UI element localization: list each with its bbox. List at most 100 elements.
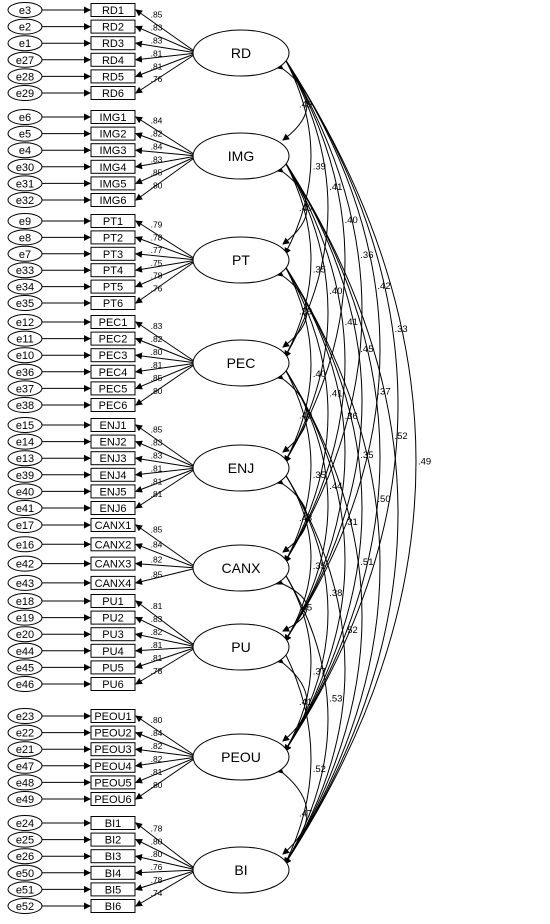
loading-path <box>135 52 198 78</box>
error-term-label: e42 <box>16 559 34 571</box>
loading-value: .82 <box>151 627 163 637</box>
indicator-box <box>90 86 136 100</box>
covariance-arc <box>278 362 363 865</box>
loading-path <box>135 440 198 469</box>
error-term <box>7 500 43 516</box>
error-term-label: e9 <box>19 216 31 228</box>
indicator-box <box>90 816 136 830</box>
loading-value: .85 <box>151 373 163 383</box>
error-term-label: e51 <box>16 884 34 896</box>
loading-value: .80 <box>151 347 163 357</box>
indicator-box <box>90 501 136 515</box>
error-term-label: e38 <box>16 400 34 412</box>
error-term-label: e3 <box>19 5 31 17</box>
error-term <box>7 741 43 758</box>
error-term <box>7 2 43 18</box>
error-term-label: e52 <box>16 901 34 913</box>
covariance-arc <box>278 52 381 642</box>
loading-value: .82 <box>151 129 163 139</box>
error-term-label: e30 <box>16 162 34 174</box>
covariance-arc <box>278 567 329 865</box>
loading-path <box>135 600 198 648</box>
error-term-label: e14 <box>16 437 34 449</box>
error-term-label: e1 <box>19 38 31 50</box>
loading-value: .77 <box>151 245 163 255</box>
indicator-label: PEOU3 <box>94 744 131 756</box>
loading-path <box>135 756 198 784</box>
error-term-label: e7 <box>19 249 31 261</box>
indicator-box <box>90 398 136 412</box>
error-term-label: e43 <box>16 578 34 590</box>
indicator-box <box>90 69 136 84</box>
loading-value: .76 <box>151 74 163 84</box>
covariance-arc <box>279 52 312 255</box>
indicator-box <box>90 214 136 228</box>
indicator-label: PU5 <box>102 662 123 674</box>
indicator-label: ENJ3 <box>100 453 127 465</box>
indicator-box <box>90 627 136 642</box>
loading-value: .76 <box>151 862 163 872</box>
latent-factor <box>192 733 290 781</box>
loading-path <box>135 822 198 871</box>
indicator-label: ENJ5 <box>100 486 127 498</box>
indicator-box <box>90 176 136 191</box>
loading-value: .84 <box>151 116 163 126</box>
error-term-label: e13 <box>16 453 34 465</box>
error-term <box>7 125 43 142</box>
indicator-label: BI6 <box>105 901 122 913</box>
covariance-value: .37 <box>313 666 326 677</box>
covariance-arc <box>278 362 329 642</box>
indicator-box <box>90 364 136 379</box>
error-term-label: e33 <box>16 265 34 277</box>
error-term <box>7 466 43 483</box>
indicator-label: PT3 <box>103 249 123 261</box>
latent-factor <box>192 339 290 387</box>
covariance-arc <box>278 155 329 463</box>
indicator-label: BI1 <box>105 818 122 830</box>
indicator-box <box>90 792 136 806</box>
covariance-arc <box>276 766 308 855</box>
loading-value: .81 <box>151 767 163 777</box>
loading-value: .80 <box>151 849 163 859</box>
indicator-box <box>90 126 136 141</box>
error-term <box>7 314 43 330</box>
error-term-label: e34 <box>16 282 34 294</box>
covariance-value: .39 <box>299 307 312 318</box>
loading-value: .81 <box>151 61 163 71</box>
loading-value: .81 <box>151 489 163 499</box>
latent-factor-label: CANX <box>222 560 262 576</box>
covariance-value: .40 <box>299 411 312 422</box>
indicator-label: PEC4 <box>99 367 128 379</box>
loading-value: .81 <box>151 601 163 611</box>
latent-factor-label: BI <box>234 862 247 878</box>
indicator-label: CANX4 <box>95 578 132 590</box>
loading-value: .83 <box>151 437 163 447</box>
indicator-label: IMG3 <box>100 145 127 157</box>
indicator-box <box>90 143 136 158</box>
error-term <box>7 757 43 774</box>
loading-value: .82 <box>151 555 163 565</box>
error-term-label: e49 <box>16 794 34 806</box>
loading-path <box>135 362 198 406</box>
error-term-label: e12 <box>16 317 34 329</box>
error-term-label: e16 <box>16 539 34 551</box>
latent-factor-label: ENJ <box>228 460 254 476</box>
covariance-value: .35 <box>313 470 326 481</box>
loading-path <box>135 756 198 800</box>
covariance-value: .52 <box>313 764 326 775</box>
indicator-label: PT4 <box>103 265 123 277</box>
indicator-box <box>90 296 136 310</box>
covariance-arc <box>279 155 312 358</box>
error-term <box>7 417 43 433</box>
indicator-label: IMG5 <box>100 178 127 190</box>
loading-path <box>135 467 198 509</box>
error-term <box>7 555 43 572</box>
error-term-label: e2 <box>19 22 31 34</box>
loading-path <box>135 250 198 261</box>
error-term <box>7 724 43 741</box>
covariance-value: .40 <box>313 369 326 380</box>
latent-factor <box>192 29 290 77</box>
covariance-arc <box>278 155 399 865</box>
loading-path <box>135 467 198 478</box>
